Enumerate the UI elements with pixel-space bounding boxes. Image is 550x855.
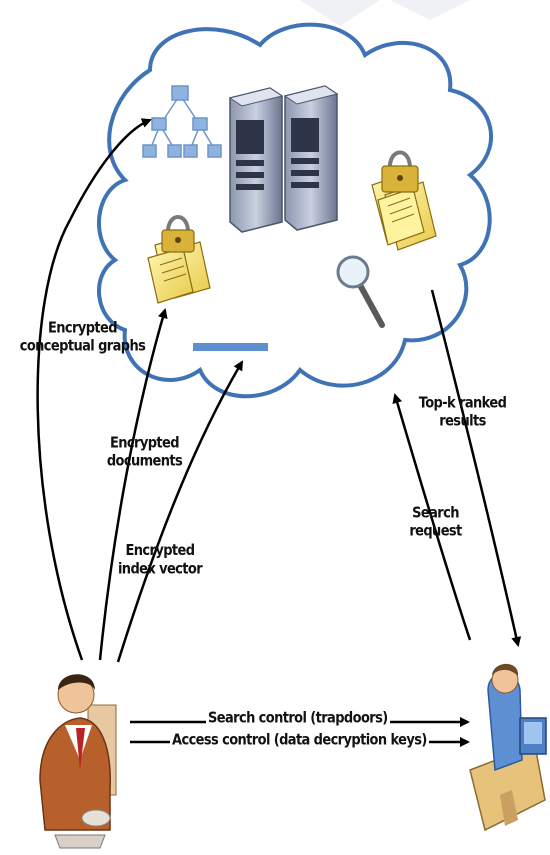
label-search-request-line2: request [388, 523, 483, 541]
label-encrypted-graphs-line1: Encrypted [10, 320, 155, 338]
label-encrypted-index-line1: Encrypted [105, 543, 215, 561]
label-search-control: Search control (trapdoors) [206, 710, 390, 728]
label-encrypted-documents: Encrypted documents [92, 435, 197, 472]
label-access-control: Access control (data decryption keys) [170, 732, 429, 750]
label-topk-results-line2: results [405, 413, 520, 431]
label-encrypted-index-line2: index vector [105, 561, 215, 579]
label-search-request-line1: Search [388, 505, 483, 523]
label-topk-results-line1: Top-k ranked [405, 395, 520, 413]
label-encrypted-index: Encrypted index vector [105, 543, 215, 580]
watermark-shapes [300, 0, 470, 26]
label-encrypted-graphs: Encrypted conceptual graphs [10, 320, 155, 357]
label-search-request: Search request [388, 505, 483, 542]
label-encrypted-graphs-line2: conceptual graphs [10, 338, 155, 356]
data-user-person-icon [470, 664, 546, 830]
label-encrypted-documents-line2: documents [92, 453, 197, 471]
data-owner-person-icon [40, 674, 116, 848]
arrow-encrypted-index [118, 362, 242, 662]
arrow-topk-results [432, 290, 518, 645]
label-topk-results: Top-k ranked results [405, 395, 520, 432]
index-vector-bar [193, 343, 268, 351]
label-encrypted-documents-line1: Encrypted [92, 435, 197, 453]
